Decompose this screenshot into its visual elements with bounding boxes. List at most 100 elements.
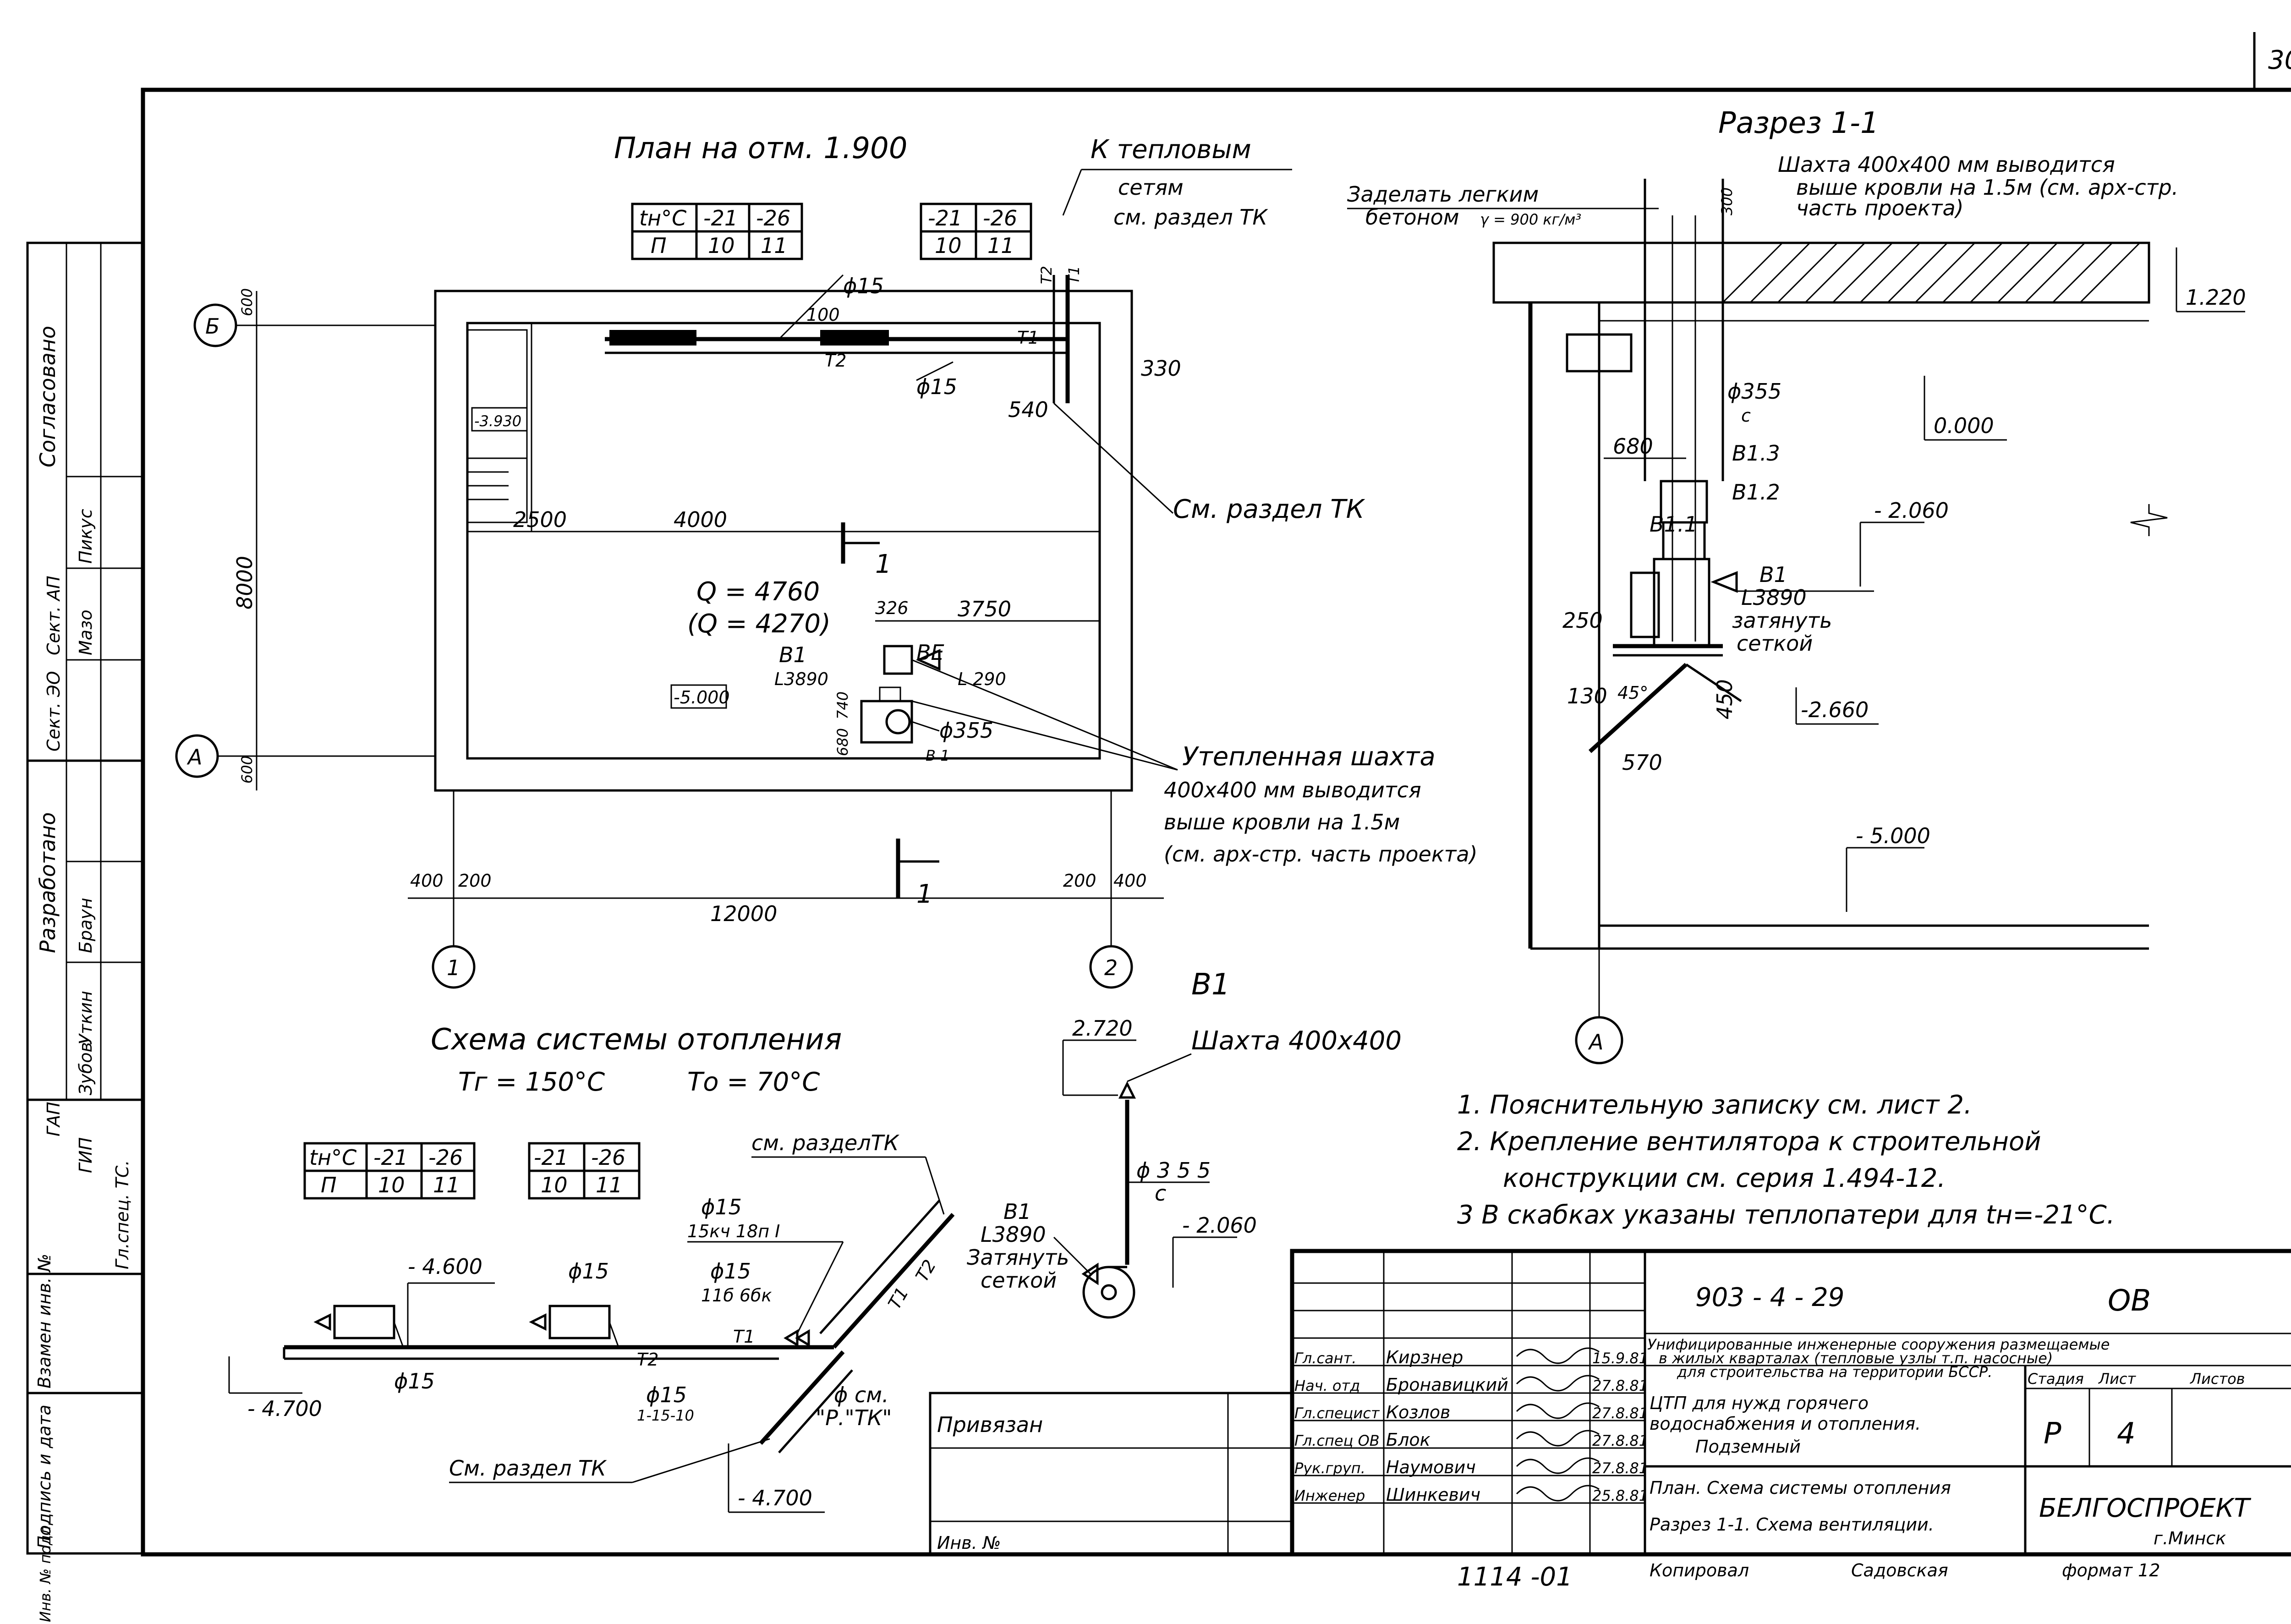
svg-text:Нач. отд: Нач. отд [1294, 1377, 1360, 1394]
svg-text:27.8.81: 27.8.81 [1592, 1377, 1648, 1394]
section-dim-570: 570 [1622, 750, 1662, 775]
replace-inv-label: Взамен инв. № [34, 1254, 55, 1388]
agreed-row-3: Сект. АП [44, 576, 64, 655]
svg-text:Блок: Блок [1386, 1430, 1431, 1450]
section-fill-3: γ = 900 кг/м³ [1480, 211, 1581, 228]
vent-b1: В1 [1003, 1199, 1031, 1224]
heating-phi15-a: ϕ15 [568, 1259, 609, 1284]
plan-table-2: -21 -26 10 11 [920, 203, 1032, 260]
plan-shaft-4: (см. арх-стр. часть проекта) [1164, 842, 1478, 867]
section-net-1: затянуть [1732, 608, 1832, 633]
section-b1-l: L3890 [1741, 585, 1807, 610]
svg-text:11: 11 [433, 1173, 460, 1197]
heating-scheme: Схема системы отопления Тг = 150°С То = … [228, 1023, 955, 1513]
plan-view: План на отм. 1.900 -3.930 Т1 Т2 Т2 Т1 [175, 132, 1478, 989]
svg-text:11: 11 [596, 1173, 623, 1197]
note-tk-a: К тепловым [1091, 135, 1251, 165]
signature-date-label: Подпись и дата [34, 1405, 55, 1549]
stamp-number: 1114 -01 [1457, 1562, 1573, 1592]
note-2: 2. Крепление вентилятора к строительной [1457, 1127, 2041, 1157]
note-tk-c: см. раздел ТК [1113, 205, 1268, 230]
svg-text:-26: -26 [983, 206, 1017, 230]
svg-text:tн°С: tн°С [639, 206, 686, 230]
signatures [1516, 1347, 1600, 1502]
plan-shaft-1: Утепленная шахта [1182, 742, 1436, 772]
plan-dim-4000: 4000 [674, 507, 727, 532]
vent-mark-2720: 2.720 [1072, 1016, 1133, 1041]
svg-text:П: П [651, 233, 667, 258]
section-title: Разрез 1-1 [1718, 106, 1879, 140]
section-net-2: сеткой [1737, 631, 1813, 656]
plan-dim-540: 540 [1008, 397, 1048, 422]
svg-text:400: 400 [410, 871, 444, 891]
svg-text:Листов: Листов [2190, 1370, 2245, 1388]
section-mark-bottom: 1 [916, 879, 933, 909]
svg-text:27.8.81: 27.8.81 [1592, 1405, 1648, 1422]
stamp-obj-1: ЦТП для нужд горячего [1650, 1393, 1869, 1413]
svg-text:Т1: Т1 [733, 1327, 755, 1347]
plan-b1-l: L3890 [774, 669, 828, 689]
plan-axis-2: 2 [1104, 955, 1118, 980]
dev-role-3: Гл.спец. ТС. [112, 1160, 132, 1269]
mark-3930: -3.930 [474, 412, 521, 430]
note-2b: конструкции см. серия 1.494-12. [1503, 1163, 1946, 1193]
vent-phi355: ϕ 3 5 5 [1136, 1158, 1211, 1183]
svg-text:с: с [1741, 406, 1751, 426]
svg-text:с: с [1155, 1181, 1166, 1206]
svg-text:Гл.специст: Гл.специст [1294, 1405, 1380, 1422]
heating-phi15-d-sub: 11б 6бк [701, 1285, 772, 1306]
svg-text:400: 400 [1113, 871, 1147, 891]
see-tk-plan: См. раздел ТК [1173, 494, 1365, 524]
svg-text:600: 600 [238, 756, 256, 784]
section-fan [1653, 558, 1710, 647]
stamp-obj-3: Подземный [1695, 1437, 1801, 1457]
heating-table-1: tн°С -21 -26 П 10 11 [303, 1142, 476, 1200]
heating-phi15-b: ϕ15 [394, 1369, 435, 1394]
plan-t1-vert: Т1 [1065, 266, 1083, 284]
stairs [466, 329, 528, 523]
svg-text:740: 740 [834, 691, 851, 719]
svg-text:680: 680 [834, 728, 851, 756]
page-number: 30 [2268, 45, 2291, 75]
svg-text:-26: -26 [591, 1145, 625, 1170]
heating-see-tk-bottom: См. раздел ТК [449, 1456, 607, 1481]
radiator-1 [609, 330, 696, 346]
stamp-format: формат 12 [2062, 1560, 2160, 1580]
title-block: 903 - 4 - 29 ОВ Унифицированные инженерн… [929, 1249, 2291, 1592]
agreed-row-2: Мазо [76, 609, 96, 655]
section-view: Разрез 1-1 Шахта 400х400 мм выводится вы… [1347, 106, 2246, 1064]
side-stamp: Согласовано Пикус Мазо Сект. АП Сект. ЭО… [26, 241, 144, 1622]
plan-axis-b: Б [205, 314, 220, 339]
svg-text:В 1: В 1 [926, 747, 949, 764]
svg-text:-21: -21 [373, 1145, 408, 1170]
heating-tg: Тг = 150°С [458, 1067, 605, 1097]
plan-dim-12000: 12000 [710, 901, 777, 926]
section-mark-5000: - 5.000 [1856, 823, 1930, 848]
svg-text:tн°С: tн°С [309, 1145, 356, 1170]
heating-table-2: -21 -26 10 11 [528, 1142, 641, 1200]
heating-mark-4700-right: - 4.700 [738, 1486, 812, 1510]
svg-text:11: 11 [987, 233, 1014, 258]
plan-dim-3750: 3750 [958, 597, 1011, 621]
vent-b1-l: L3890 [981, 1222, 1046, 1247]
svg-text:Стадия: Стадия [2028, 1370, 2084, 1388]
svg-text:10: 10 [378, 1173, 405, 1197]
notes: 1. Пояснительную записку см. лист 2. 2. … [1457, 1090, 2115, 1230]
section-dim-130: 130 [1567, 684, 1607, 708]
stamp-desc-2: в жилых кварталах (тепловые узлы т.п. на… [1659, 1350, 2053, 1367]
radiator-2 [820, 330, 889, 346]
plan-be-l: L 290 [958, 669, 1006, 689]
svg-text:300: 300 [1718, 187, 1736, 215]
svg-text:П: П [321, 1173, 337, 1197]
section-b13: В1.3 [1732, 441, 1780, 466]
section-phi355: ϕ355 [1727, 379, 1781, 404]
heating-phi-cm-2: "Р."ТК" [816, 1405, 892, 1430]
agreed-row-4: Сект. ЭО [44, 671, 64, 752]
plan-dim-100: 100 [806, 305, 840, 325]
section-shaft-1: Шахта 400х400 мм выводится [1778, 152, 2115, 177]
plan-phi15-mid: ϕ15 [916, 374, 957, 399]
heating-mark-4600: - 4.600 [408, 1254, 482, 1279]
plan-phi355: ϕ355 [939, 718, 993, 743]
stamp-desc-3: для строительства на территории БССР. [1677, 1363, 1992, 1381]
svg-text:-21: -21 [534, 1145, 568, 1170]
